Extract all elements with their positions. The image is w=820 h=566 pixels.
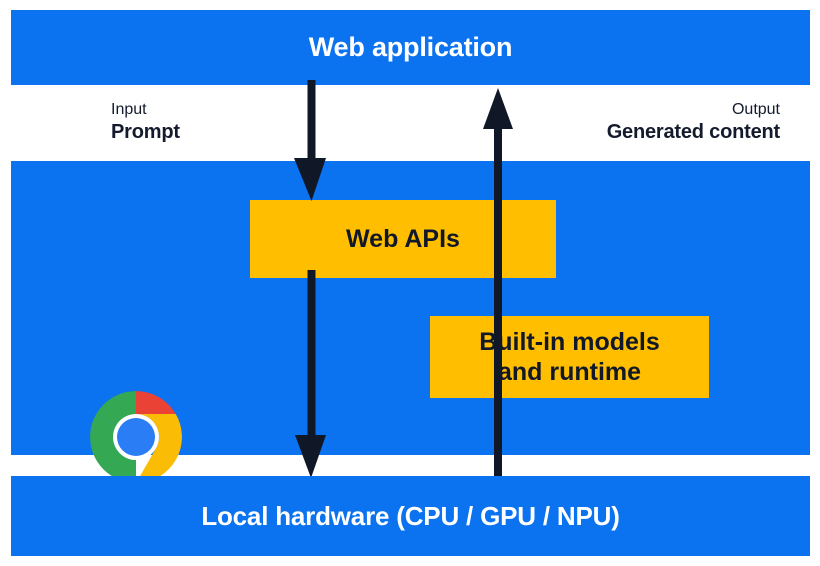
flow-note-output-value: Generated content (606, 121, 781, 144)
flow-note-input: Input Prompt (111, 100, 180, 146)
box-builtin-models-line1: Built-in models (479, 327, 660, 356)
flow-note-output: Output Generated content (606, 100, 781, 146)
box-builtin-models-text: Built-in models and runtime (479, 327, 660, 388)
band-local-hardware: Local hardware (CPU / GPU / NPU) (11, 476, 810, 556)
box-builtin-models-line2: and runtime (497, 358, 642, 386)
flow-note-output-kicker: Output (731, 101, 780, 118)
chrome-logo-icon (90, 391, 182, 483)
band-web-application-label: Web application (308, 32, 513, 62)
box-web-apis[interactable]: Web APIs (250, 200, 556, 278)
flow-note-input-value: Prompt (111, 121, 180, 144)
flow-note-input-kicker: Input (111, 101, 147, 118)
box-web-apis-label: Web APIs (346, 224, 460, 253)
band-local-hardware-label: Local hardware (CPU / GPU / NPU) (201, 501, 620, 531)
box-builtin-models[interactable]: Built-in models and runtime (430, 316, 709, 398)
band-web-application: Web application (11, 10, 810, 85)
